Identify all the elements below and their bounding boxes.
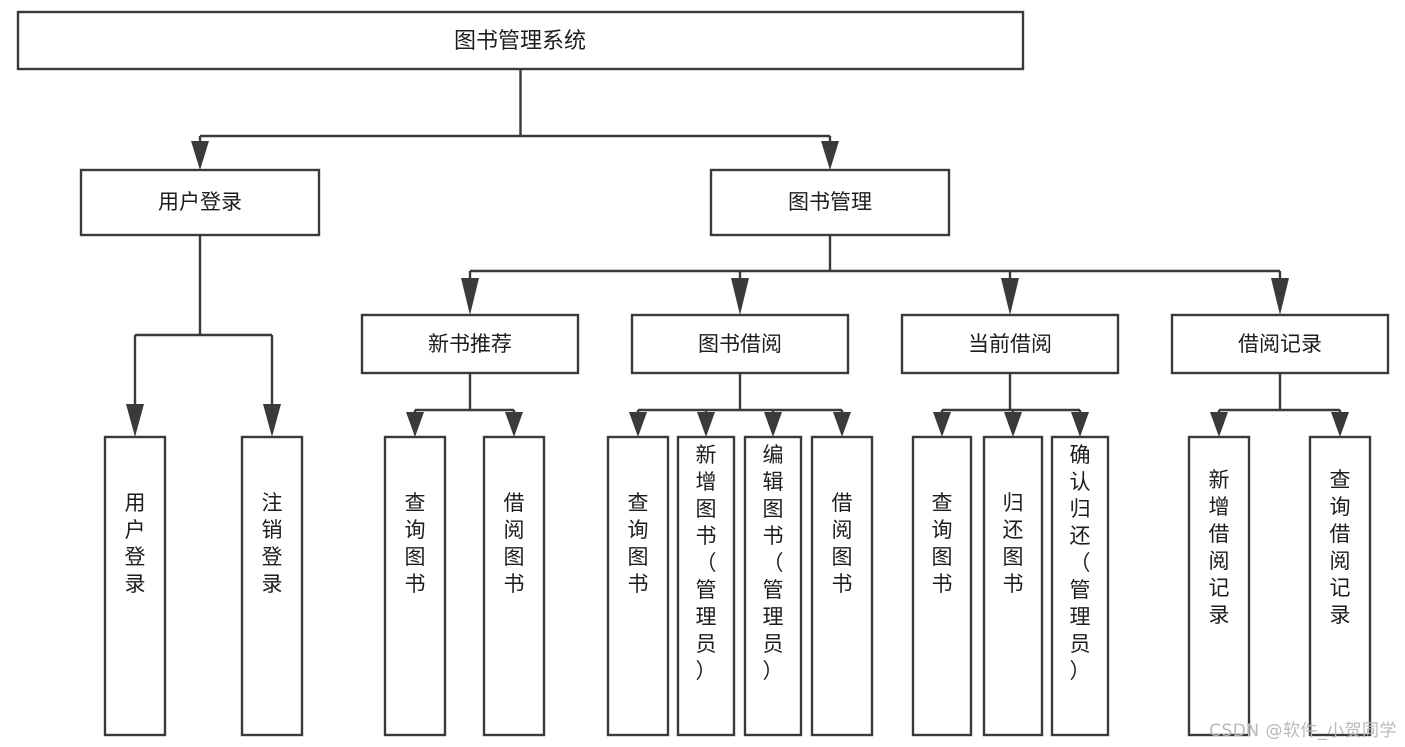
node-root-box[interactable] [16, 10, 1025, 71]
node-user-login[interactable]: 用户登录 [79, 168, 321, 237]
node-book-borrow-box[interactable] [630, 313, 850, 375]
leaf-query-book-current[interactable]: 查询图书 [911, 435, 973, 737]
leaf-query-borrow-record-box[interactable] [1308, 435, 1372, 737]
arrow-borrow-leaf2 [697, 412, 715, 437]
leaf-return-book-label: 归还图书 [1003, 491, 1024, 596]
arrow-books-to-new [461, 278, 479, 315]
arrow-record-leaf1 [1210, 412, 1228, 437]
node-current-borrow-label: 当前借阅 [968, 332, 1052, 356]
leaf-query-borrow-record-label: 查询借阅记录 [1330, 468, 1351, 627]
leaf-borrow-book-recommend-label: 借阅图书 [504, 491, 525, 596]
arrow-root-to-login [191, 141, 209, 170]
leaf-query-book-borrow[interactable]: 查询图书 [606, 435, 670, 737]
node-current-borrow-box[interactable] [900, 313, 1120, 375]
arrow-current-leaf2 [1004, 412, 1022, 437]
node-current-borrow[interactable]: 当前借阅 [900, 313, 1120, 375]
leaf-user-login[interactable]: 用户登录 [103, 435, 167, 737]
arrow-root-to-books [821, 141, 839, 170]
edge-group-login-to-leaves [126, 235, 281, 437]
node-borrow-record-box[interactable] [1170, 313, 1390, 375]
leaf-borrow-book[interactable]: 借阅图书 [810, 435, 874, 737]
arrow-login-leaf1 [126, 404, 144, 437]
leaf-confirm-return-admin-label: 确认归还（管理员） [1070, 443, 1091, 683]
leaf-add-borrow-record[interactable]: 新增借阅记录 [1187, 435, 1251, 737]
leaf-query-book-current-box[interactable] [911, 435, 973, 737]
node-book-borrow-label: 图书借阅 [698, 332, 782, 356]
node-book-management-label: 图书管理 [788, 190, 872, 214]
arrow-login-leaf2 [263, 404, 281, 437]
leaf-query-borrow-record[interactable]: 查询借阅记录 [1308, 435, 1372, 737]
leaf-return-book[interactable]: 归还图书 [982, 435, 1044, 737]
leaf-user-login-box[interactable] [103, 435, 167, 737]
edge-group-borrow-to-leaves [629, 373, 851, 437]
node-borrow-record-label: 借阅记录 [1238, 332, 1322, 356]
leaf-query-book-current-label: 查询图书 [932, 491, 953, 596]
arrow-books-to-borrow [731, 278, 749, 315]
node-book-management[interactable]: 图书管理 [709, 168, 951, 237]
node-root[interactable]: 图书管理系统 [16, 10, 1025, 71]
arrow-borrow-leaf4 [833, 412, 851, 437]
arrow-newbook-leaf2 [505, 412, 523, 437]
leaf-confirm-return-admin[interactable]: 确认归还（管理员） [1050, 435, 1110, 737]
edge-group-root-to-level2 [191, 69, 839, 170]
leaf-logout-box[interactable] [240, 435, 304, 737]
leaf-query-book-recommend-label: 查询图书 [405, 491, 426, 596]
edge-group-current-to-leaves [933, 373, 1089, 437]
node-new-book-recommend[interactable]: 新书推荐 [360, 313, 580, 375]
node-book-management-box[interactable] [709, 168, 951, 237]
node-borrow-record[interactable]: 借阅记录 [1170, 313, 1390, 375]
arrow-newbook-leaf1 [406, 412, 424, 437]
leaf-borrow-book-recommend[interactable]: 借阅图书 [482, 435, 546, 737]
leaf-query-book-recommend-box[interactable] [383, 435, 447, 737]
csdn-watermark: CSDN @软件_小贺同学 [1209, 721, 1397, 741]
arrow-books-to-current [1001, 278, 1019, 315]
leaf-query-book-recommend[interactable]: 查询图书 [383, 435, 447, 737]
leaf-borrow-book-recommend-box[interactable] [482, 435, 546, 737]
arrow-current-leaf1 [933, 412, 951, 437]
edge-group-newbook-to-leaves [406, 373, 523, 437]
edge-group-books-to-level3 [461, 235, 1289, 315]
edge-group-record-to-leaves [1210, 373, 1349, 437]
leaf-edit-book-admin-box[interactable] [743, 435, 803, 737]
leaf-borrow-book-box[interactable] [810, 435, 874, 737]
leaf-borrow-book-label: 借阅图书 [832, 491, 853, 596]
leaf-confirm-return-admin-box[interactable] [1050, 435, 1110, 737]
leaf-add-book-admin[interactable]: 新增图书（管理员） [676, 435, 736, 737]
leaf-return-book-box[interactable] [982, 435, 1044, 737]
arrow-record-leaf2 [1331, 412, 1349, 437]
leaf-add-borrow-record-label: 新增借阅记录 [1209, 468, 1230, 627]
leaf-edit-book-admin[interactable]: 编辑图书（管理员） [743, 435, 803, 737]
leaf-query-book-borrow-box[interactable] [606, 435, 670, 737]
arrow-current-leaf3 [1071, 412, 1089, 437]
leaf-add-book-admin-label: 新增图书（管理员） [696, 443, 717, 683]
node-new-book-recommend-box[interactable] [360, 313, 580, 375]
node-root-label: 图书管理系统 [454, 29, 586, 54]
node-user-login-box[interactable] [79, 168, 321, 237]
leaf-add-borrow-record-box[interactable] [1187, 435, 1251, 737]
node-user-login-label: 用户登录 [158, 190, 242, 214]
node-book-borrow[interactable]: 图书借阅 [630, 313, 850, 375]
arrow-books-to-record [1271, 278, 1289, 315]
leaf-user-login-label: 用户登录 [125, 491, 146, 596]
leaf-edit-book-admin-label: 编辑图书（管理员） [763, 443, 784, 683]
node-new-book-recommend-label: 新书推荐 [428, 332, 512, 356]
leaf-logout-label: 注销登录 [262, 491, 283, 596]
leaf-query-book-borrow-label: 查询图书 [628, 491, 649, 596]
arrow-borrow-leaf1 [629, 412, 647, 437]
arrow-borrow-leaf3 [764, 412, 782, 437]
leaf-add-book-admin-box[interactable] [676, 435, 736, 737]
leaf-logout[interactable]: 注销登录 [240, 435, 304, 737]
